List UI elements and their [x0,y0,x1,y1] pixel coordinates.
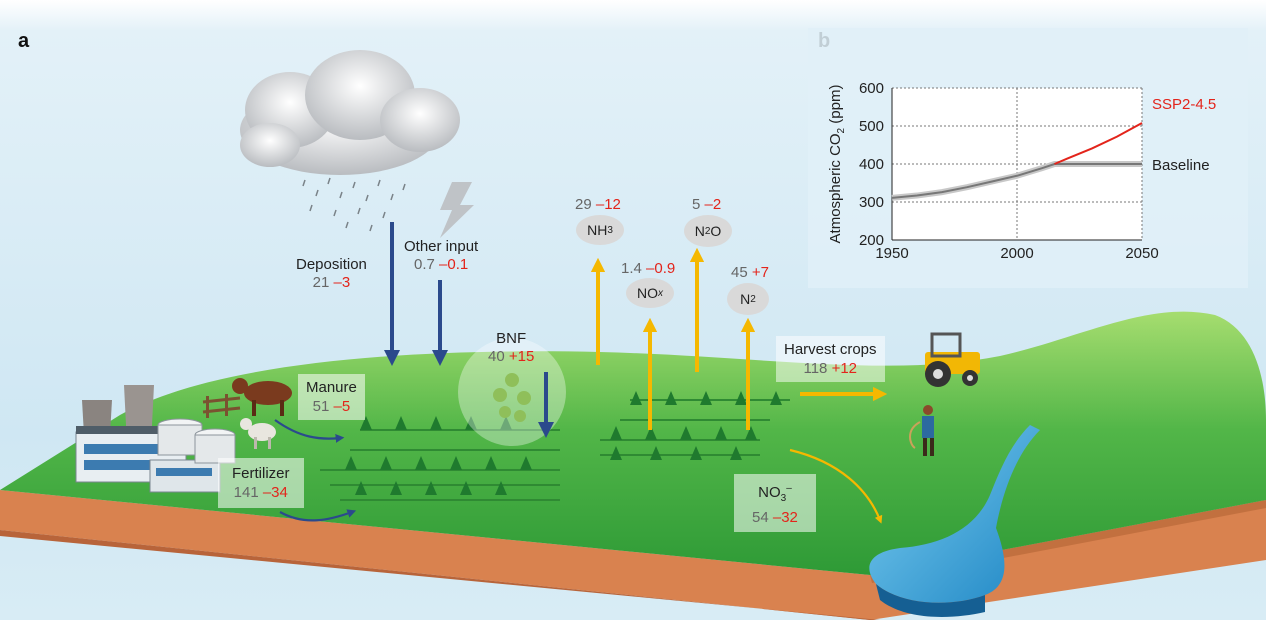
bnf-label: BNF 40 +15 [488,330,535,365]
nh3-value: 29 –12 [575,196,621,213]
y-tick-label: 400 [859,156,884,173]
panel-a-letter: a [18,30,30,52]
x-tick-label: 2000 [1000,245,1033,262]
bnf-highlight [458,338,566,446]
livestock-icon [202,378,292,449]
rain-icon [302,177,406,232]
crop-rows-icon [345,391,782,495]
deposition-label: Deposition 21 –3 [296,256,367,291]
manure-label: Manure 51 –5 [298,374,365,420]
y-tick-label: 300 [859,194,884,211]
fertilizer-arrow [279,509,357,522]
x-tick-label: 2050 [1125,245,1158,262]
co2-line-chart: 200 300 400 500 600 1950 2000 2050 Atmospheric C… [827,80,1216,262]
fertilizer-label: Fertilizer 141 –34 [218,458,304,508]
n2-value: 45 +7 [731,264,769,281]
no3-arrow [789,448,883,524]
y-axis-label: Atmospheric CO2 (ppm) [827,85,847,244]
legume-plant-icon [493,373,531,422]
series-line-baseline [891,163,1142,199]
manure-arrow [274,419,345,443]
nox-value: 1.4 –0.9 [621,260,676,277]
series-label: SSP2-4.5 [1152,96,1216,113]
harvest-crops-label: Harvest crops 118 +12 [776,336,885,382]
tractor-icon [925,332,980,387]
y-tick-label: 200 [859,232,884,249]
y-tick-label: 500 [859,118,884,135]
n2o-value: 5 –2 [692,196,722,213]
lightning-icon [440,182,474,238]
x-tick-label: 1950 [875,245,908,262]
series-label: Baseline [1152,157,1210,174]
output-arrows [590,247,888,524]
co2-chart-panel: 200 300 400 500 600 1950 2000 2050 Atmospheric C… [808,28,1248,288]
input-arrows [274,222,554,522]
other-input-label: Other input 0.7 –0.1 [404,238,479,273]
y-tick-label: 600 [859,80,884,97]
farmer-icon [909,405,934,456]
cloud-icon [240,50,460,175]
no3-label: NO3– 54 –32 [734,474,816,532]
factory-icon [75,385,236,493]
series-line-ssp2-4-5 [1054,122,1143,165]
